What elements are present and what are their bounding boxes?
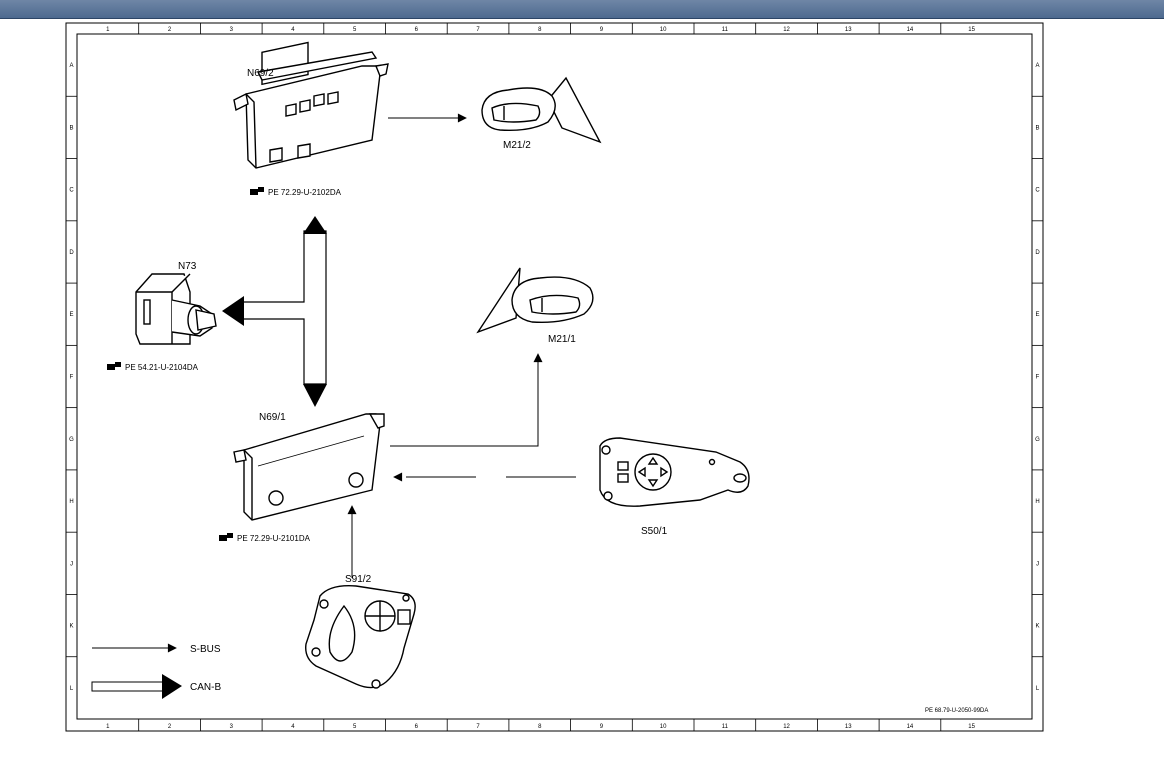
column-label: 4 [291,724,295,730]
column-label: 1 [106,27,110,33]
row-label: J [1036,561,1039,567]
m21-2-label: M21/2 [503,140,531,151]
s50-1-mirror-switch [599,437,750,507]
n69-1-reference: PE 72.29-U-2101DA [237,534,311,543]
column-label: 14 [907,724,914,730]
legend-canb-label: CAN-B [190,682,221,693]
footer-reference: PE 68.79-U-2050-99DA [925,708,988,714]
row-label: A [1035,63,1039,69]
inner-frame [76,33,1033,720]
n69-2-reference: PE 72.29-U-2102DA [268,188,342,197]
column-label: 7 [476,27,480,33]
column-label: 13 [845,27,852,33]
row-label: K [69,624,73,630]
column-label: 9 [600,724,604,730]
row-label: C [1035,188,1040,194]
column-label: 2 [168,724,172,730]
row-label: H [69,499,73,505]
column-label: 5 [353,724,357,730]
column-label: 6 [415,27,419,33]
hand-pointer-icon [107,362,121,370]
row-label: E [1035,312,1039,318]
column-label: 7 [476,724,480,730]
row-label: B [69,125,73,131]
m21-2-mirror [481,76,602,144]
column-label: 10 [660,724,667,730]
column-label: 4 [291,27,295,33]
hand-pointer-icon [250,187,264,195]
n69-1-label: N69/1 [259,412,286,423]
legend-canb-arrowhead [162,674,182,699]
column-label: 15 [968,724,975,730]
column-label: 8 [538,724,542,730]
row-label: D [1035,250,1040,256]
row-label: L [1036,686,1040,692]
column-label: 12 [783,27,790,33]
column-label: 15 [968,27,975,33]
m21-1-mirror [476,267,594,334]
row-label: L [70,686,74,692]
row-label: J [70,561,73,567]
s50-1-label: S50/1 [641,526,668,537]
row-label: F [1036,375,1040,381]
row-label: G [69,437,74,443]
can-b-arrowheads [222,216,327,407]
n73-label: N73 [178,261,197,272]
row-label: K [1035,624,1039,630]
column-label: 3 [230,27,234,33]
n73-ignition-switch [135,273,217,345]
ruler-left: A B C D E F G H J K L [66,63,77,692]
column-label: 12 [783,724,790,730]
m21-1-label: M21/1 [548,334,576,345]
row-label: A [69,63,73,69]
column-label: 10 [660,27,667,33]
column-label: 5 [353,27,357,33]
hand-pointer-icon [219,533,233,541]
column-label: 11 [722,724,729,730]
column-label: 13 [845,724,852,730]
row-label: E [69,312,73,318]
row-label: G [1035,437,1040,443]
column-label: 9 [600,27,604,33]
row-label: H [1035,499,1039,505]
legend-canb-bar [91,681,165,692]
row-label: C [69,188,74,194]
row-label: D [69,250,74,256]
outer-frame [65,22,1044,732]
n73-reference: PE 54.21-U-2104DA [125,363,199,372]
row-label: B [1035,125,1039,131]
s91-2-switch [305,585,416,689]
n69-2-module [233,41,389,169]
s91-2-label: S91/2 [345,574,372,585]
sbus-line-n69-1-to-m21-1 [390,353,543,447]
column-label: 8 [538,27,542,33]
column-label: 14 [907,27,914,33]
legend-sbus-label: S-BUS [190,644,221,655]
can-b-bus [241,230,327,385]
column-label: 3 [230,724,234,730]
window-title-bar [0,0,1164,19]
ruler-right: A B C D E F G H J K L [1032,63,1043,692]
column-label: 11 [722,27,729,33]
n69-1-module [233,413,385,521]
row-label: F [70,375,74,381]
column-label: 1 [106,724,110,730]
n69-2-label: N69/2 [247,68,274,79]
column-label: 6 [415,724,419,730]
column-label: 2 [168,27,172,33]
